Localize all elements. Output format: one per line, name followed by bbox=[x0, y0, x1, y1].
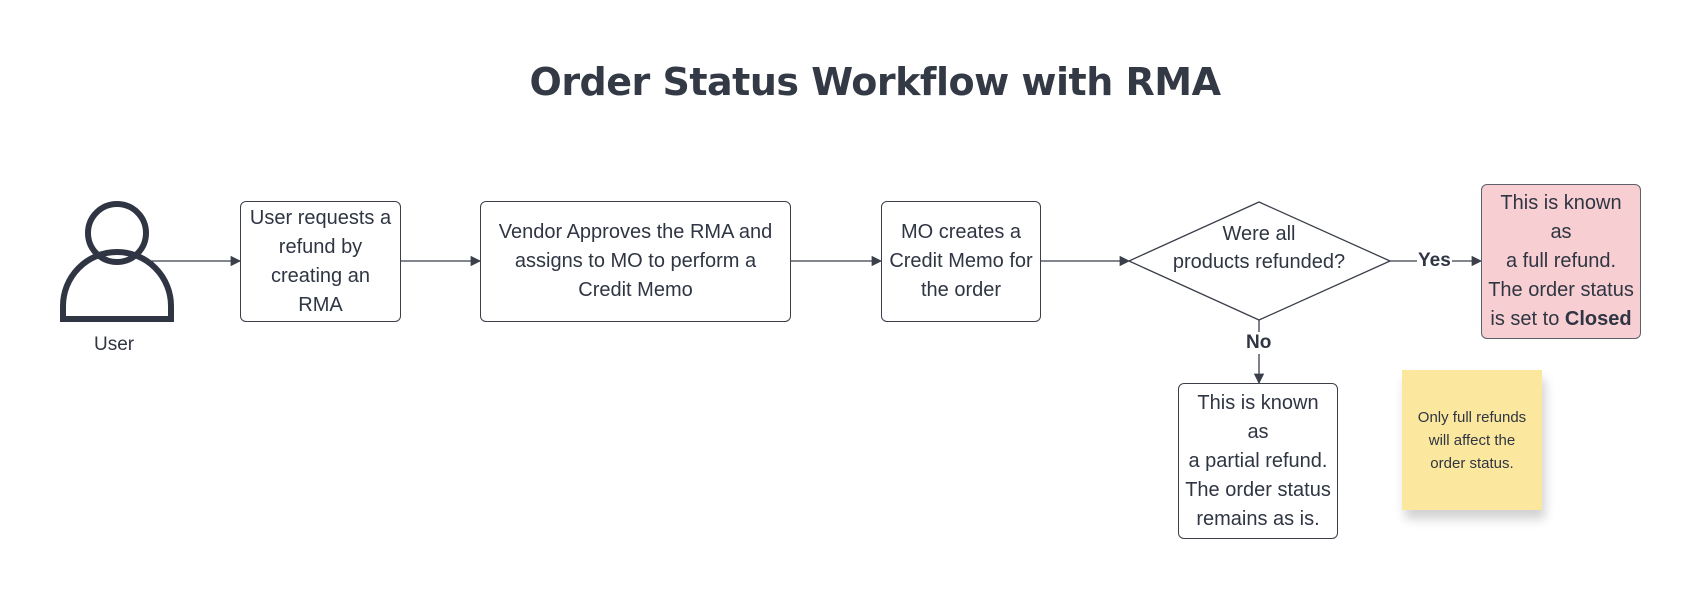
sticky-note: Only full refunds will affect the order … bbox=[1402, 370, 1542, 510]
full-refund-line: is set to bbox=[1490, 308, 1565, 330]
diagram-title: Order Status Workflow with RMA bbox=[529, 60, 1221, 104]
closed-status: Closed bbox=[1564, 308, 1632, 330]
no-label: No bbox=[1245, 332, 1273, 354]
outcome-full-refund: This is known as a full refund. The orde… bbox=[1481, 184, 1641, 339]
partial-refund-line: The order status bbox=[1185, 478, 1331, 501]
note-line: will affect the bbox=[1428, 431, 1516, 449]
user-icon bbox=[60, 201, 174, 322]
partial-refund-line: This is known as bbox=[1197, 391, 1319, 443]
step-request-refund: User requests a refund by creating an RM… bbox=[240, 201, 401, 322]
outcome-partial-refund: This is known as a partial refund. The o… bbox=[1178, 383, 1338, 539]
decision-line: products refunded? bbox=[1172, 251, 1346, 273]
step-approve-line: assigns to MO to perform a bbox=[514, 250, 757, 272]
decision-question: Were all products refunded? bbox=[1159, 220, 1359, 276]
step-approve-line: Vendor Approves the RMA and bbox=[498, 221, 773, 243]
note-line: order status. bbox=[1430, 454, 1514, 472]
yes-label: Yes bbox=[1417, 250, 1452, 272]
step-memo-line: the order bbox=[920, 279, 1002, 301]
decision-line: Were all bbox=[1222, 223, 1296, 245]
decision-diamond bbox=[1128, 201, 1391, 321]
step-memo-line: MO creates a bbox=[900, 221, 1022, 243]
full-refund-line: a full refund. bbox=[1505, 250, 1617, 272]
user-label: User bbox=[94, 334, 135, 355]
step-approve-line: Credit Memo bbox=[578, 279, 693, 301]
full-refund-line: The order status bbox=[1488, 279, 1634, 301]
step-request-line: User requests a bbox=[249, 206, 392, 229]
partial-refund-line: remains as is. bbox=[1196, 507, 1320, 530]
step-credit-memo: MO creates a Credit Memo for the order bbox=[881, 201, 1041, 322]
partial-refund-line: a partial refund. bbox=[1188, 449, 1328, 472]
step-vendor-approves: Vendor Approves the RMA and assigns to M… bbox=[480, 201, 791, 322]
step-request-line: refund by bbox=[278, 235, 363, 258]
step-request-line: creating an RMA bbox=[271, 264, 370, 316]
step-memo-line: Credit Memo for bbox=[889, 250, 1033, 272]
note-line: Only full refunds bbox=[1417, 408, 1527, 426]
full-refund-line: This is known as bbox=[1500, 192, 1622, 243]
